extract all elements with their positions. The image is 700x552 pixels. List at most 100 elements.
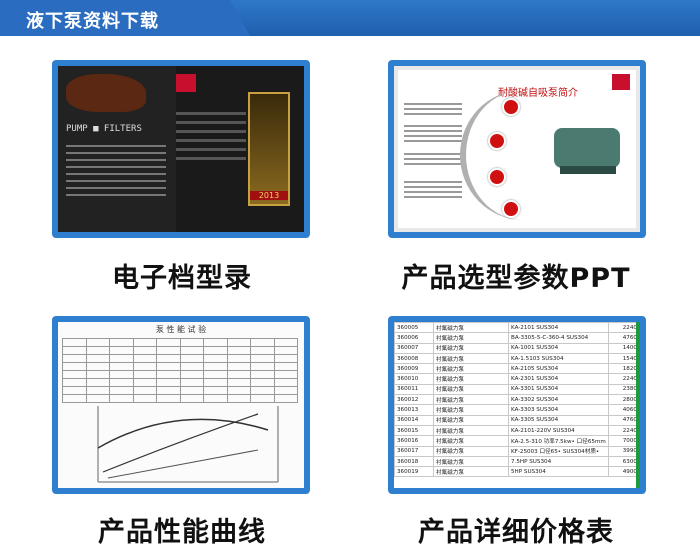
card-ppt[interactable]: 耐酸碱自吸泵简介 bbox=[388, 60, 646, 238]
brand-logo-icon bbox=[612, 74, 630, 90]
price-cell-model: KA-2101 SUS304 bbox=[508, 322, 609, 334]
price-cell-model: KA-2301 SUS304 bbox=[508, 373, 609, 385]
price-cell-price: 1400 bbox=[608, 342, 640, 354]
year-label: 2013 bbox=[250, 191, 288, 200]
price-cell-name: 衬氟磁力泵 bbox=[433, 414, 509, 426]
curve-thumbnail: 泵 性 能 试 验 bbox=[58, 322, 304, 488]
price-cell-model: 7.5HP SUS304 bbox=[508, 455, 609, 468]
price-cell-price: 3990 bbox=[608, 445, 640, 457]
price-cell-model: KA-3305 SUS304 bbox=[508, 414, 609, 426]
price-cell-model: KA-3301 SUS304 bbox=[508, 383, 609, 396]
price-cell-price: 4760 bbox=[608, 414, 640, 426]
price-cell-name: 衬氟磁力泵 bbox=[433, 383, 509, 396]
price-cell-price: 6300 bbox=[608, 455, 640, 468]
price-cell-code: 360006 bbox=[394, 332, 434, 344]
brochure-thumbnail: PUMP ■ FILTERS 2013 bbox=[58, 66, 304, 232]
price-cell-code: 360009 bbox=[394, 363, 434, 375]
price-cell-model: KA-3303 SUS304 bbox=[508, 404, 609, 416]
price-cell-model: KF-25003 口径65• SUS304材质• bbox=[508, 445, 609, 457]
page-title: 液下泵资料下载 bbox=[26, 11, 159, 32]
price-cell-code: 360010 bbox=[394, 373, 434, 385]
price-cell-price: 4060 bbox=[608, 404, 640, 416]
bullet-icon bbox=[502, 98, 520, 116]
price-cell-price: 7000 bbox=[608, 435, 640, 447]
price-cell-model: KA-2105 SUS304 bbox=[508, 363, 609, 375]
test-data-table bbox=[62, 338, 298, 403]
performance-curve-graphic bbox=[97, 406, 279, 483]
brand-logo-icon bbox=[176, 74, 196, 92]
bullet-icon bbox=[488, 168, 506, 186]
caption-ppt[interactable]: 产品选型参数PPT bbox=[401, 263, 631, 294]
price-cell-name: 衬氟磁力泵 bbox=[433, 322, 509, 334]
chart-title: 泵 性 能 试 验 bbox=[155, 325, 207, 334]
price-cell-name: 衬氟磁力泵 bbox=[433, 363, 509, 375]
caption-curve[interactable]: 产品性能曲线 bbox=[98, 517, 266, 548]
price-cell-model: KA-2.5-310 功率7.5kw• 口径65mm bbox=[508, 435, 609, 447]
ppt-thumbnail: 耐酸碱自吸泵简介 bbox=[394, 66, 640, 232]
price-cell-name: 衬氟磁力泵 bbox=[433, 404, 509, 416]
price-cell-price: 1540 bbox=[608, 352, 640, 365]
caption-brochure[interactable]: 电子档型录 bbox=[112, 263, 252, 294]
page-header: 液下泵资料下载 bbox=[0, 0, 700, 36]
price-cell-code: 360005 bbox=[394, 322, 434, 334]
award-plaque-icon: 2013 bbox=[248, 92, 290, 206]
price-cell-price: 2240 bbox=[608, 322, 640, 334]
price-cell-price: 2380 bbox=[608, 383, 640, 396]
price-cell-model: KA-1001 SUS304 bbox=[508, 342, 609, 354]
price-cell-model: KA-3302 SUS304 bbox=[508, 394, 609, 406]
price-cell-name: 衬氟磁力泵 bbox=[433, 435, 509, 447]
price-cell-name: 衬氟磁力泵 bbox=[433, 352, 509, 365]
price-cell-code: 360008 bbox=[394, 352, 434, 365]
price-cell-name: 衬氟磁力泵 bbox=[433, 373, 509, 385]
price-cell-code: 360013 bbox=[394, 404, 434, 416]
price-cell-price: 2240 bbox=[608, 424, 640, 437]
price-cell-name: 衬氟磁力泵 bbox=[433, 342, 509, 354]
price-cell-code: 360016 bbox=[394, 435, 434, 447]
price-cell-name: 衬氟磁力泵 bbox=[433, 455, 509, 468]
price-cell-price: 4760 bbox=[608, 332, 640, 344]
price-cell-code: 360007 bbox=[394, 342, 434, 354]
price-cell-model: 5HP SUS304 bbox=[508, 466, 609, 478]
price-cell-price: 2240 bbox=[608, 373, 640, 385]
price-cell-price: 4900 bbox=[608, 466, 640, 478]
price-cell-name: 衬氟磁力泵 bbox=[433, 445, 509, 457]
price-cell-code: 360012 bbox=[394, 394, 434, 406]
brochure-logo-text: PUMP ■ FILTERS bbox=[66, 124, 142, 134]
price-cell-name: 衬氟磁力泵 bbox=[433, 424, 509, 437]
price-cell-model: KA-2101-220V SUS304 bbox=[508, 424, 609, 437]
card-curve[interactable]: 泵 性 能 试 验 bbox=[52, 316, 310, 494]
card-brochure[interactable]: PUMP ■ FILTERS 2013 bbox=[52, 60, 310, 238]
price-cell-code: 360015 bbox=[394, 424, 434, 437]
header-tab bbox=[0, 0, 250, 36]
price-cell-name: 衬氟磁力泵 bbox=[433, 394, 509, 406]
price-cell-model: BA-3305-5-C-360-4 SUS304 bbox=[508, 332, 609, 344]
price-cell-code: 360018 bbox=[394, 455, 434, 468]
bullet-icon bbox=[502, 200, 520, 218]
bullet-icon bbox=[488, 132, 506, 150]
price-cell-name: 衬氟磁力泵 bbox=[433, 332, 509, 344]
price-cell-name: 衬氟磁力泵 bbox=[433, 466, 509, 478]
price-cell-price: 2800 bbox=[608, 394, 640, 406]
price-cell-code: 360011 bbox=[394, 383, 434, 396]
price-cell-code: 360019 bbox=[394, 466, 434, 478]
price-cell-code: 360014 bbox=[394, 414, 434, 426]
price-cell-code: 360017 bbox=[394, 445, 434, 457]
caption-price-table[interactable]: 产品详细价格表 bbox=[418, 517, 614, 548]
